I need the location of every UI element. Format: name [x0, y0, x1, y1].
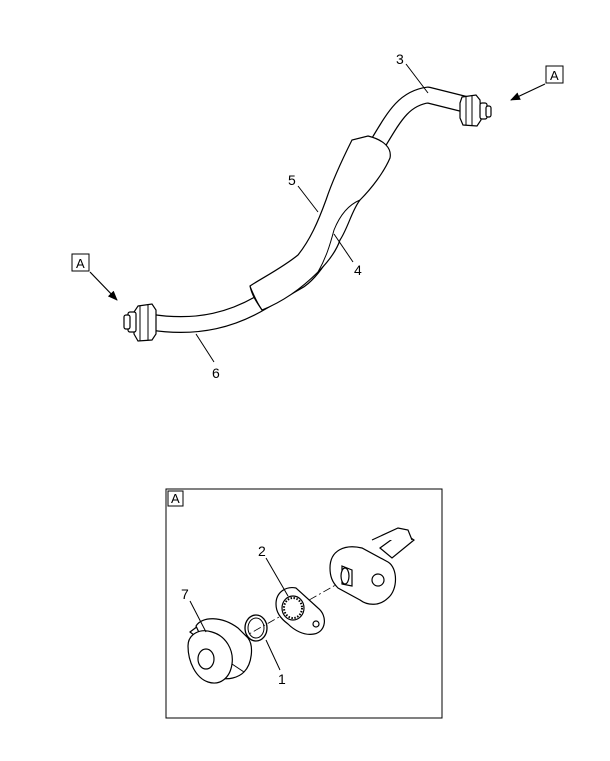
leader-3	[405, 63, 429, 94]
leader-1	[265, 639, 281, 671]
view-a-label-left: A	[76, 256, 85, 271]
callout-3: 3	[396, 51, 404, 67]
callout-1: 1	[278, 671, 286, 687]
hose-assembly: 3 5 4 6 A A	[71, 51, 564, 381]
view-a-marker-right: A	[510, 65, 564, 101]
callout-7: 7	[181, 586, 189, 602]
assembly-centerline	[211, 577, 349, 656]
sleeve-edge-line	[317, 199, 361, 273]
detail-view-a: A	[165, 488, 443, 719]
sleeve-end-line	[249, 285, 263, 311]
gasket-plate	[275, 587, 325, 635]
callout-2: 2	[258, 543, 266, 559]
left-end-fitting	[123, 303, 157, 342]
view-a-label-right: A	[550, 68, 559, 83]
callout-4: 4	[354, 262, 362, 278]
leader-5	[297, 185, 319, 213]
detail-view-label: A	[171, 491, 180, 506]
callout-5: 5	[288, 172, 296, 188]
leader-2	[265, 557, 289, 597]
right-end-fitting	[459, 94, 492, 127]
view-a-marker-left: A	[71, 253, 118, 301]
tube-outline	[148, 86, 475, 333]
tube-fill	[148, 87, 474, 332]
callout-6: 6	[212, 365, 220, 381]
port-fitting	[187, 618, 253, 684]
tube-flange-fitting	[329, 527, 416, 605]
leader-4	[333, 233, 354, 263]
leader-6	[195, 333, 215, 363]
hose-sleeve	[249, 135, 391, 311]
o-ring	[244, 614, 268, 642]
leader-7	[189, 600, 207, 633]
